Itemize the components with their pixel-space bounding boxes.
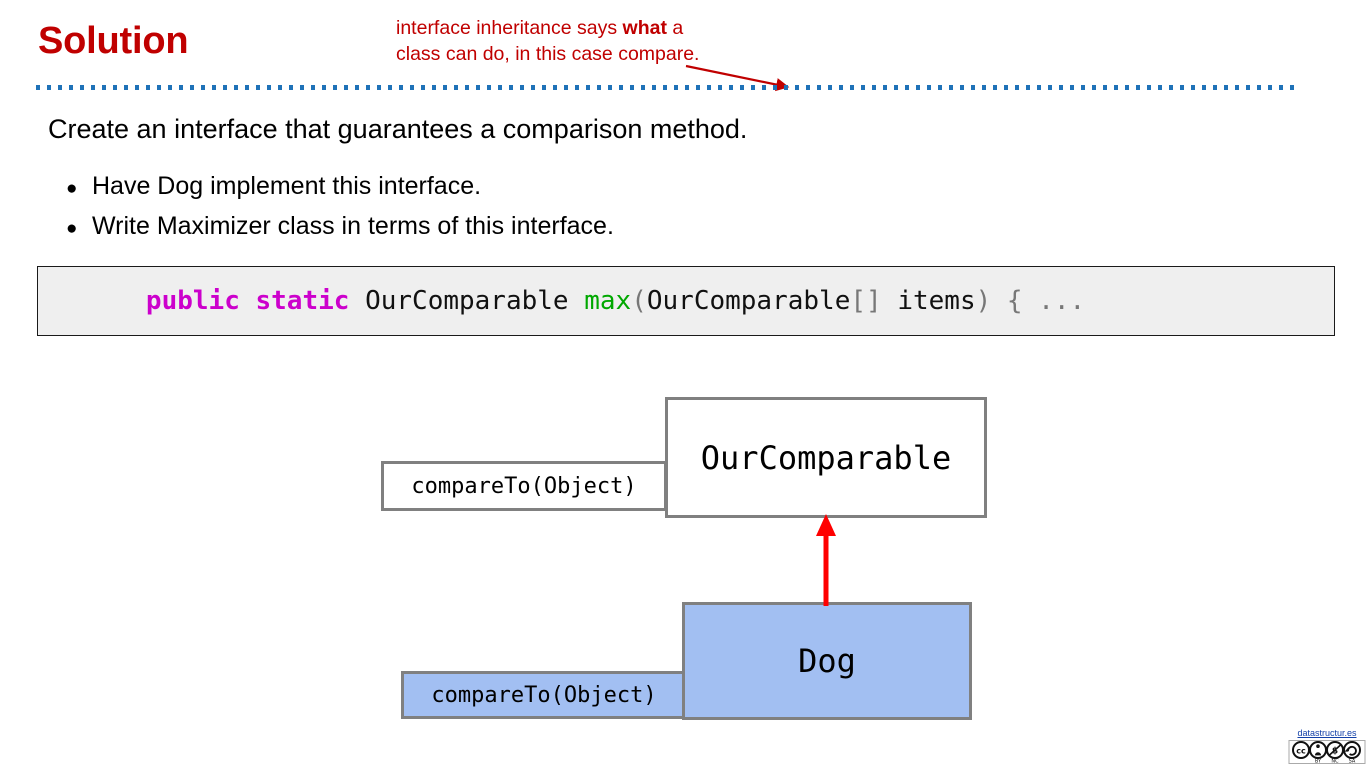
sa-icon (1343, 741, 1361, 759)
datastructures-link[interactable]: datastructur.es (1297, 728, 1357, 738)
annotation-line2: class can do, in this case compare. (396, 42, 700, 65)
list-item-label: Have Dog implement this interface. (92, 172, 482, 200)
annotation-callout: interface inheritance says what a class … (396, 16, 826, 68)
nc-label: NC (1331, 759, 1339, 764)
code-block: public static OurComparable max(OurCompa… (37, 266, 1335, 336)
list-item-label: Write Maximizer class in terms of this i… (92, 212, 614, 240)
svg-text:cc: cc (1296, 747, 1306, 756)
annotation-line1-before: interface inheritance says (396, 17, 623, 39)
creative-commons-badge-icon: cc $ BY NC SA (1288, 740, 1366, 764)
class-method-box: compareTo(Object) (401, 671, 687, 719)
list-item: ● Have Dog implement this interface. (66, 172, 1066, 201)
code-token-param: items (881, 286, 976, 316)
by-label: BY (1315, 759, 1322, 764)
cc-icon: cc (1292, 741, 1310, 759)
annotation-line1-bold: what (622, 17, 667, 39)
code-token-keyword: public static (145, 286, 350, 316)
svg-text:$: $ (1332, 746, 1338, 756)
list-item: ● Write Maximizer class in terms of this… (66, 212, 1066, 241)
code-token-type: OurComparable (646, 286, 851, 316)
annotation-line1-after: a (666, 17, 684, 39)
bullet-dot-icon: ● (66, 218, 78, 239)
lead-text: Create an interface that guarantees a co… (48, 114, 748, 144)
page-title: Solution (38, 20, 189, 62)
interface-method-box: compareTo(Object) (381, 461, 667, 511)
code-token-function: max (584, 286, 632, 316)
implements-arrow-icon (816, 514, 836, 606)
interface-box-ourcomparable: OurComparable (665, 397, 987, 518)
bullet-dot-icon: ● (66, 178, 78, 199)
title-divider (36, 85, 1294, 90)
code-line: public static OurComparable max(OurCompa… (38, 256, 1085, 346)
sa-label: SA (1349, 759, 1356, 764)
nc-icon: $ (1326, 741, 1344, 759)
class-method-label: compareTo(Object) (431, 682, 657, 708)
bullet-list: ● Have Dog implement this interface. ● W… (66, 172, 1066, 252)
class-box-label: Dog (798, 642, 856, 680)
code-token-punct: ( (631, 286, 647, 316)
code-token-punct: [] (850, 286, 882, 316)
code-token-punct: ) (975, 286, 992, 316)
by-icon (1309, 741, 1327, 759)
attribution: datastructur.es cc $ (1288, 728, 1366, 764)
code-token-punct: { ... (1006, 286, 1086, 316)
code-token-type: OurComparable (365, 286, 569, 316)
class-box-dog: Dog (682, 602, 972, 720)
interface-box-label: OurComparable (700, 438, 952, 477)
interface-method-label: compareTo(Object) (411, 473, 637, 499)
